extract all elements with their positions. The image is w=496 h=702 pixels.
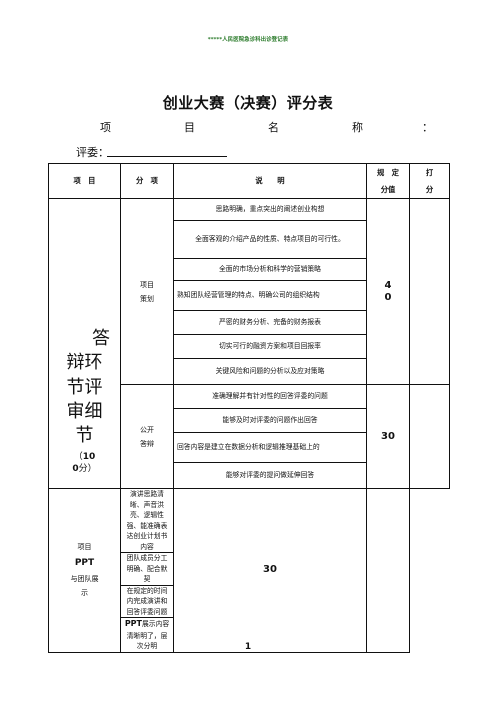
project-name-label: 项 目 名 称 ： <box>100 119 433 134</box>
table-row: 能够对评委的提问做延伸回答 <box>49 462 450 489</box>
section-name-planning: 项目 策划 <box>120 198 174 385</box>
group-line: 审细 <box>66 400 103 422</box>
group-line: 节评 <box>66 376 103 398</box>
criterion-cell: 熟知团队经营管理的特点、明确公司的组织结构 <box>173 280 367 311</box>
page-title: 创业大赛（决赛）评分表 <box>162 94 334 112</box>
criterion-cell: 全面的市场分析和科学的营销策略 <box>173 258 367 281</box>
project-label-char: ： <box>422 121 433 134</box>
header-row: 项 目 分 项 说 明 规 定 分值 打 分 <box>48 163 450 199</box>
group-line: 节 <box>75 425 94 447</box>
project-label-char: 目 <box>184 121 195 134</box>
col-header-score: 规 定 分值 <box>366 163 410 199</box>
col-header-item: 项 目 <box>48 163 121 199</box>
group-line: 答 <box>92 328 110 349</box>
col-header-mark: 打 分 <box>409 163 450 199</box>
table-row: 能够及时对评委的问题作出回答 <box>49 408 450 433</box>
col-header-mark-top: 打 <box>425 168 434 177</box>
mark-input-defense[interactable] <box>409 384 450 489</box>
table-row: PPT展示内容清晰明了，层次分明 <box>49 617 450 653</box>
project-label-char: 项 <box>100 121 111 134</box>
project-label-char: 名 <box>268 121 279 134</box>
col-header-sub: 分 项 <box>120 163 174 199</box>
header-note: *****人民医院急诊科出诊登记表 <box>207 37 289 43</box>
criterion-cell: 演讲思路清晰、声音洪亮、逻辑性强、能准确表达创业计划书内容 <box>120 487 174 554</box>
criterion-cell: 回答内容是建立在数据分析和逻辑推理基础上的 <box>173 432 367 463</box>
score-defense: 30 <box>366 384 410 489</box>
section-name-defense: 公开 答辩 <box>120 384 174 489</box>
criterion-cell: 思路明确，重点突出的阐述创业构想 <box>173 198 367 221</box>
mark-input-ppt[interactable] <box>366 488 410 653</box>
table-row: 项目 PPT 与团队展 示 演讲思路清晰、声音洪亮、逻辑性强、能准确表达创业计划… <box>48 487 450 653</box>
table-row: 回答内容是建立在数据分析和逻辑推理基础上的 <box>49 432 450 463</box>
criterion-cell: PPT展示内容清晰明了，层次分明 <box>120 617 174 653</box>
judge-signature-line[interactable] <box>107 156 227 157</box>
page-number: 1 <box>244 642 252 652</box>
score-planning: 4 0 <box>366 198 410 385</box>
col-header-score-bottom: 分值 <box>380 185 396 194</box>
table-row: 公开 答辩 准确理解并有针对性的回答评委的问题 30 <box>49 384 450 489</box>
criterion-cell: 能够及时对评委的问题作出回答 <box>173 408 367 433</box>
judge-label: 评委： <box>76 146 109 159</box>
table-row: 熟知团队经营管理的特点、明确公司的组织结构 <box>49 280 450 311</box>
criterion-cell: 关键风险和问题的分析以及应对策略 <box>173 358 367 385</box>
criterion-cell: 严密的财务分析、完备的财务报表 <box>173 310 367 335</box>
table-row: 在规定的时间内完成演讲和回答评委问题 <box>49 584 450 619</box>
criterion-cell: 团队成员分工明确、配合默契 <box>120 552 174 586</box>
criterion-cell: 能够对评委的提问做延伸回答 <box>173 462 367 489</box>
criterion-cell: 准确理解并有针对性的回答评委的问题 <box>173 384 367 409</box>
col-header-mark-bottom: 分 <box>425 185 434 194</box>
section-name-ppt: 项目 PPT 与团队展 示 <box>48 488 121 653</box>
mark-input-planning[interactable] <box>409 198 450 385</box>
project-label-char: 称 <box>352 121 363 134</box>
criterion-cell: 全面客观的介绍产品的性质、特点项目的可行性。 <box>173 220 367 259</box>
criterion-cell: 在规定的时间内完成演讲和回答评委问题 <box>120 584 174 619</box>
col-header-score-top: 规 定 <box>377 168 399 177</box>
col-header-desc: 说 明 <box>173 163 367 199</box>
score-ppt: 30 <box>173 488 367 653</box>
group-line: 辩环 <box>66 352 103 374</box>
criterion-cell: 切实可行的融资方案和项目回报率 <box>173 334 367 359</box>
